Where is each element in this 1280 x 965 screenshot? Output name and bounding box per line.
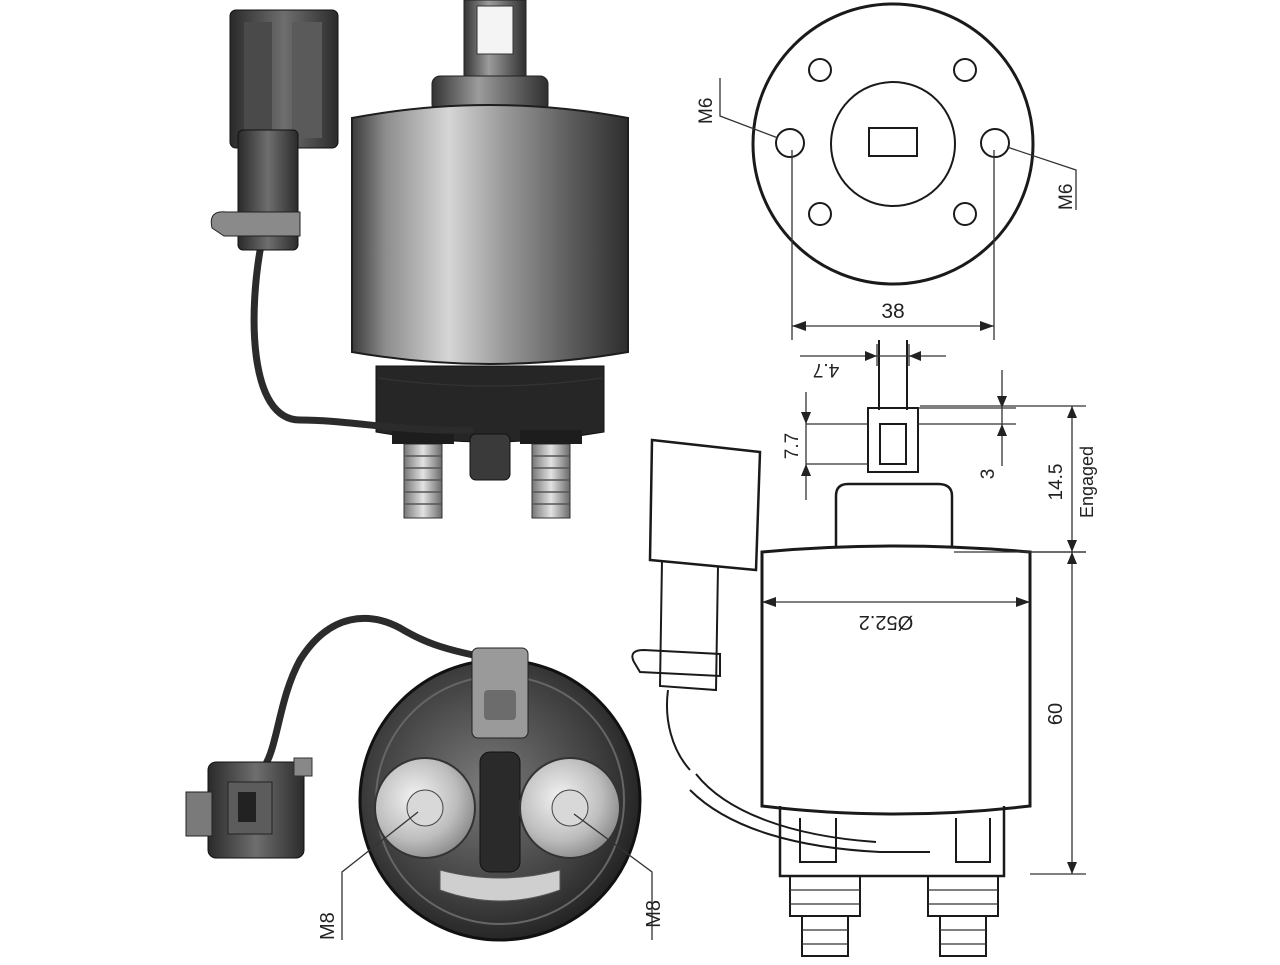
lead-wire [258,615,504,774]
body-diameter-dimension: Ø52.2 [859,611,913,633]
m6-hole [980,128,1010,158]
m6-leader-left [719,78,779,139]
m8-leader-right [573,813,653,940]
stroke-note: Engaged [1077,446,1097,518]
m6-hole [775,128,805,158]
center-slot [868,127,918,157]
plunger-width-dimension: 4.7 [813,359,839,380]
side-view-drawing: 4.7 7.7 3 14.5 Engaged Ø52.2 60 [631,340,1097,957]
connector-drawing [631,438,930,853]
m6-leader-right [1006,146,1077,210]
terminal-stud-drawing [927,875,999,957]
terminal-stud [403,443,443,519]
m8-leader-left [341,811,419,940]
m8-label-right: M8 [643,900,665,928]
m6-label-left: M6 [696,98,717,124]
terminal-stud [531,443,571,519]
lead-wire [250,236,474,434]
plunger-head [867,407,919,473]
terminal-stud-drawing [789,875,861,957]
center-boss [830,81,956,207]
end-view-outline [751,2,1035,286]
end-view-drawing: M6 M6 38 [696,2,1077,340]
solenoid-photo-end: M8 M8 [185,615,665,942]
solenoid-neck [834,482,954,546]
mount-hole [808,58,832,82]
width-dimension: 38 [881,300,904,323]
stroke-dimension: 14.5 [1046,464,1067,501]
slot-offset-dimension: 3 [978,469,999,480]
mount-hole [808,202,832,226]
m8-label-left: M8 [317,912,339,940]
wire-connector [185,757,313,859]
mount-hole [953,202,977,226]
lead-wire-drawing [666,689,930,853]
m6-label-right: M6 [1056,184,1077,210]
solenoid-can [351,104,629,365]
mount-hole [953,58,977,82]
slot-height-dimension: 7.7 [782,433,803,459]
wire-connector [210,9,339,251]
solenoid-body [760,544,1032,816]
body-length-dimension: 60 [1045,703,1067,725]
solenoid-photo-side [210,0,629,519]
